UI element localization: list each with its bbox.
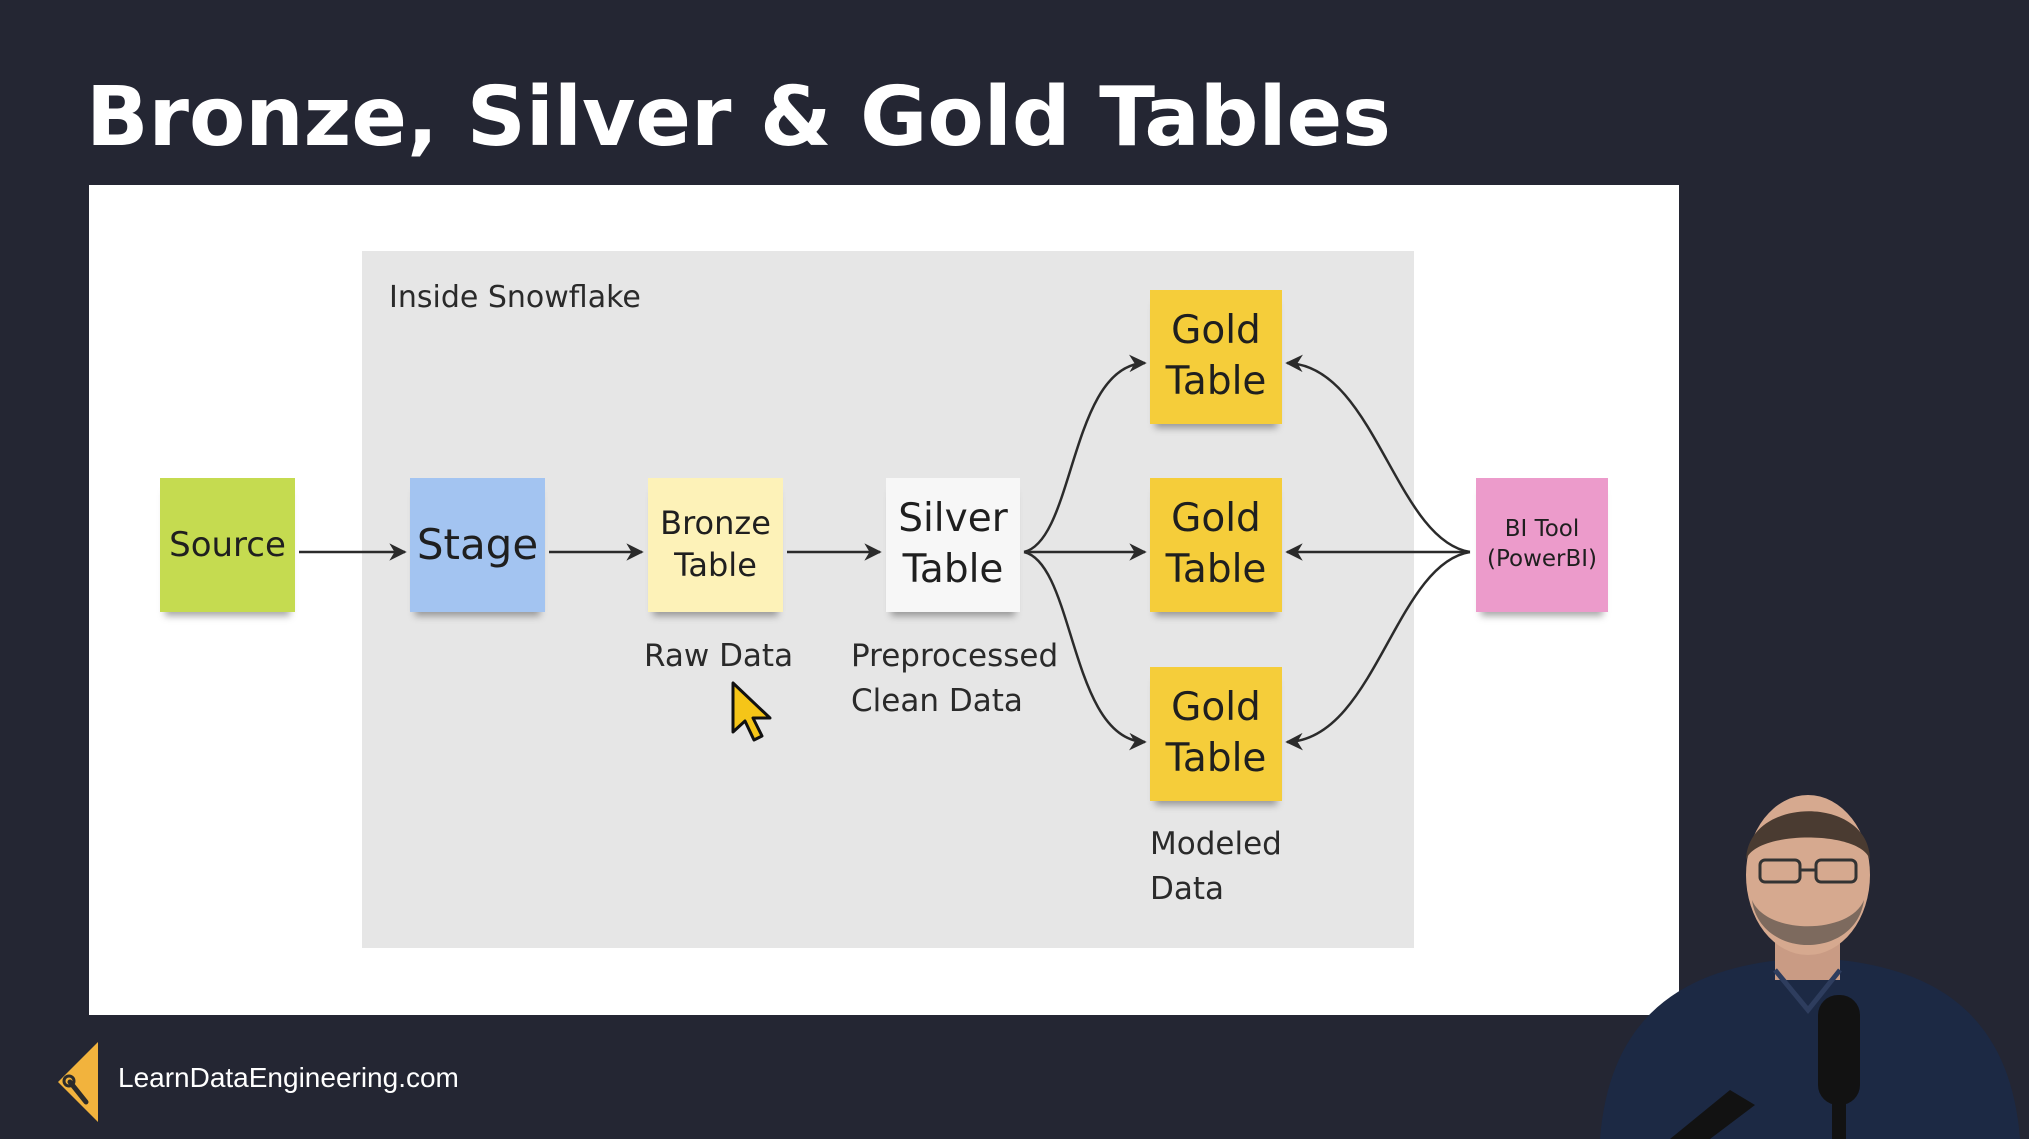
bi-tool-note: BI Tool (PowerBI) [1476,478,1608,612]
bi-line2: (PowerBI) [1486,546,1598,572]
arrow-silver-gold-top [1023,354,1147,554]
bi-line1: BI Tool [1504,516,1580,543]
modeled-caption: Modeled Data [1150,822,1282,912]
preprocessed-caption: Preprocessed Clean Data [851,634,1058,724]
source-label: Source [169,524,286,565]
gold-bot-line1: Gold [1171,685,1261,731]
gold-top-line1: Gold [1171,308,1261,354]
gold-mid-line2: Table [1165,547,1267,592]
page-title: Bronze, Silver & Gold Tables [86,70,1391,165]
zone-label: Inside Snowflake [389,280,641,315]
footer-site-name: LearnDataEngineering.com [118,1062,459,1093]
preprocessed-line1: Preprocessed [851,638,1059,674]
mouse-pointer-icon [731,681,772,742]
gold-table-top-note: Gold Table [1150,290,1282,424]
stage-note: Stage [410,478,545,612]
preprocessed-line2: Clean Data [851,682,1023,719]
gold-table-mid-note: Gold Table [1150,478,1282,612]
arrow-bi-gold-bot [1285,550,1471,751]
arrow-bi-gold-top [1285,354,1471,554]
bronze-table-note: Bronze Table [648,478,783,612]
raw-data-text: Raw Data [644,638,794,674]
silver-line2: Table [902,547,1004,592]
learn-data-engineering-logo-icon [58,1042,98,1122]
modeled-line2: Data [1150,870,1225,907]
silver-line1: Silver [898,496,1008,542]
bronze-line2: Table [674,546,757,584]
arrow-silver-gold-bot [1023,550,1147,751]
gold-table-bot-note: Gold Table [1150,667,1282,801]
gold-mid-line1: Gold [1171,496,1261,542]
bronze-line1: Bronze [660,504,771,543]
gold-top-line2: Table [1165,359,1267,404]
source-note: Source [160,478,295,612]
silver-table-note: Silver Table [886,478,1020,612]
raw-data-caption: Raw Data [644,634,793,679]
stage-label: Stage [416,519,539,569]
modeled-line1: Modeled [1150,826,1282,862]
presenter-webcam [1600,795,2020,1139]
gold-bot-line2: Table [1165,736,1267,781]
